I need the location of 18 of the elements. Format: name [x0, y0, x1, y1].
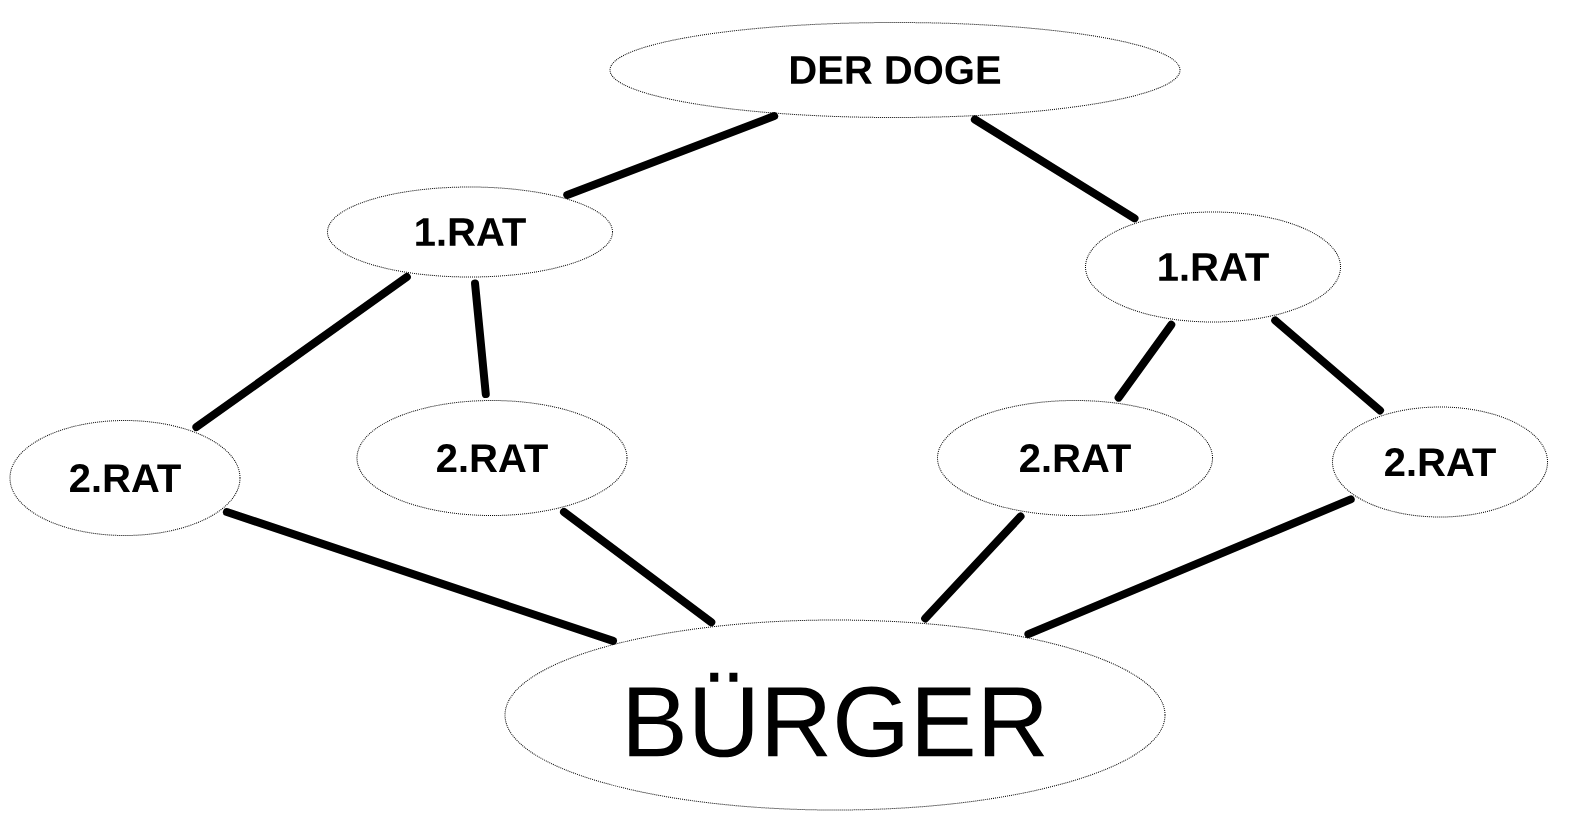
ellipse-node: BÜRGER	[504, 619, 1166, 811]
connector-line	[222, 508, 617, 645]
connector-line	[563, 112, 779, 199]
ellipse-node: 1.RAT	[1085, 211, 1341, 323]
ellipse-node: 2.RAT	[9, 420, 241, 536]
ellipse-node: DER DOGE	[609, 22, 1181, 118]
connector-line	[1114, 320, 1176, 402]
connector-line	[471, 279, 490, 399]
ellipse-node: 1.RAT	[327, 186, 613, 278]
connector-line	[560, 507, 716, 627]
connector-line	[1271, 316, 1384, 415]
connector-line	[1024, 495, 1355, 639]
ellipse-node: 2.RAT	[937, 400, 1213, 516]
ellipse-node: 2.RAT	[1332, 406, 1548, 518]
connector-line	[970, 115, 1139, 223]
ellipse-node: 2.RAT	[356, 400, 628, 516]
connector-line	[921, 512, 1025, 623]
connector-line	[192, 273, 411, 432]
